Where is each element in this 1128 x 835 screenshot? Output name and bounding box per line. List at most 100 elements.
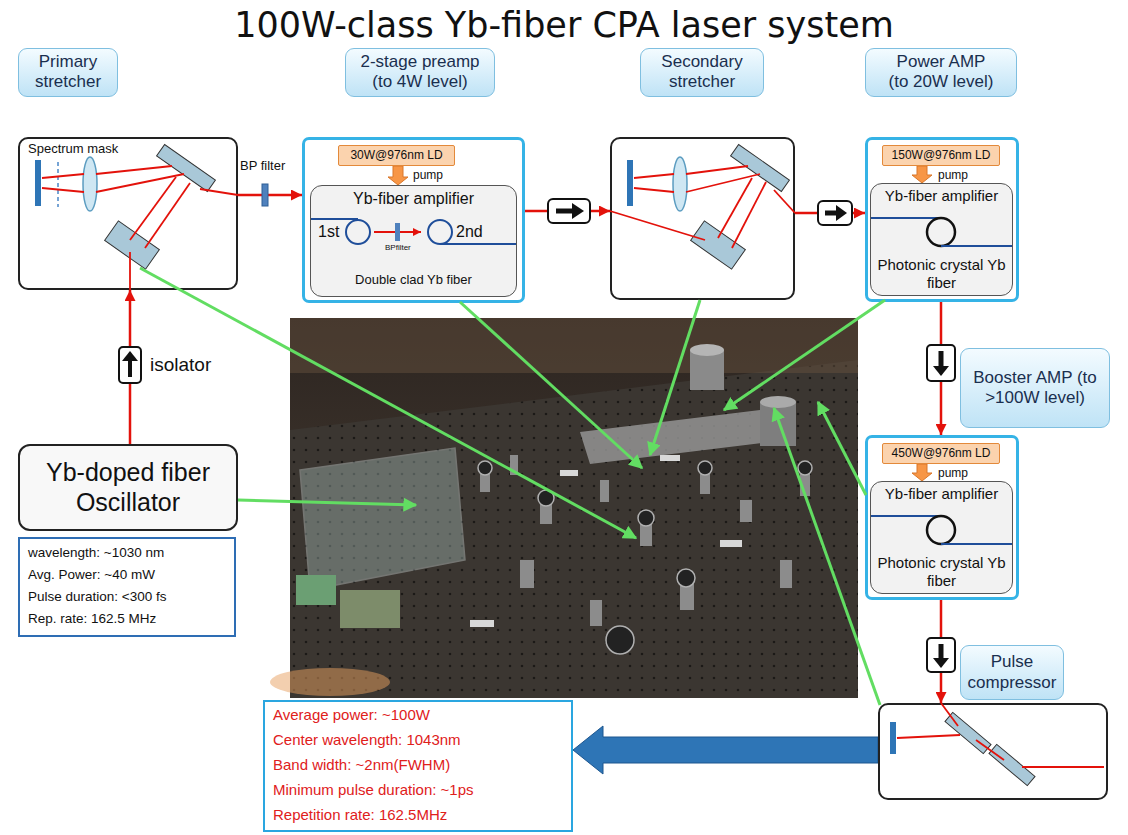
label-wrap: pump: [938, 168, 968, 182]
isolator-symbol: [933, 658, 949, 668]
node-text: 450W@976nm LD: [883, 446, 999, 460]
compressor-optics: [890, 703, 1104, 786]
lab-photo: [520, 560, 534, 588]
amplifier-fiber-coils: [428, 220, 452, 244]
secondary-stretcher-optics: [691, 221, 746, 269]
amplifier-fiber-coils: [311, 218, 1012, 544]
node-text: Repetition rate: 162.5MHz: [273, 806, 447, 824]
amplifier-fiber-coils: [871, 515, 941, 517]
compressor-optics: [890, 722, 896, 754]
node-text: Minimum pulse duration: ~1ps: [273, 781, 474, 799]
node-text: Pulse duration: <300 fs: [28, 589, 166, 605]
text-wrap: Avg. Power: ~40 mW: [28, 567, 155, 583]
text-wrap: Band width: ~2nm(FWHM): [273, 756, 450, 774]
text-wrap: 150W@976nm LD: [883, 148, 999, 162]
lab-photo: [538, 490, 554, 506]
lab-photo: [780, 560, 792, 588]
amplifier-fiber-coils: [346, 220, 370, 244]
amplifier-stage-box: Power AMP (to 20W level)150W@976nm LDYb-…: [865, 137, 1019, 302]
node-text: BPfilter: [385, 243, 411, 253]
node-text: wavelength: ~1030 nm: [28, 545, 164, 561]
node-text: Avg. Power: ~40 mW: [28, 567, 155, 583]
lab-photo: [270, 318, 858, 698]
secondary-stretcher-optics: [610, 211, 705, 240]
label-wrap: BP filter: [240, 158, 285, 174]
compressor-optics: [1022, 766, 1104, 768]
annotation-label: BP filter: [240, 158, 285, 174]
lab-photo: [606, 626, 634, 654]
primary-stretcher-optics: [96, 174, 184, 192]
primary-stretcher-optics: [145, 183, 190, 248]
beam-arrow: [795, 212, 865, 215]
secondary-stretcher-optics: [634, 188, 674, 192]
photo-leader-line: [140, 268, 885, 705]
primary-stretcher-optics: [105, 221, 160, 269]
node-text: Yb-fiber amplifier: [871, 485, 1012, 503]
primary-stretcher-optics: [130, 177, 176, 240]
label-wrap: pump: [938, 466, 968, 480]
amplifier-fiber-coils: [941, 543, 1012, 545]
secondary-stretcher-optics: [686, 166, 748, 174]
compressor-optics: [976, 740, 1004, 760]
isolator-symbol: [939, 351, 944, 368]
secondary-stretcher-optics: [673, 157, 687, 211]
text-wrap: Rep. rate: 162.5 MHz: [28, 611, 156, 627]
output-spec-box: Average power: ~100WCenter wavelength: 1…: [263, 700, 573, 832]
annotation-label: pump: [938, 168, 968, 182]
node-text: Photonic crystal Yb fiber: [871, 554, 1012, 590]
amplifier-fiber-coils: [927, 218, 955, 246]
text-wrap: Repetition rate: 162.5MHz: [273, 806, 447, 824]
lab-photo: [590, 600, 602, 626]
lab-photo: [510, 455, 518, 475]
lab-photo: [478, 461, 812, 654]
text-wrap: BPfilter: [385, 243, 411, 253]
lab-photo: [580, 410, 770, 464]
output-arrow: [573, 726, 878, 774]
amplifier-fiber-coils: [374, 231, 421, 233]
text-wrap: Double clad Yb fiber: [311, 272, 516, 288]
fiber-amplifier-box: Yb-fiber amplifier1st2ndBPfilterDouble c…: [310, 185, 517, 297]
lab-photo: [798, 461, 812, 475]
node-text: Double clad Yb fiber: [311, 272, 516, 288]
primary-stretcher-optics: [129, 252, 131, 290]
lab-photo: [690, 350, 724, 390]
text-wrap: Yb-doped fiber Oscillator: [20, 457, 236, 517]
spec-box: wavelength: ~1030 nm Avg. Power: ~40 mW Pu…: [18, 537, 236, 637]
lab-photo: [740, 500, 752, 522]
node-text: Yb-fiber amplifier: [311, 189, 516, 208]
amplifier-fiber-coils: [395, 223, 400, 241]
header-tab: 2-stage preamp (to 4W level): [345, 48, 495, 97]
photo-leader-line: [460, 302, 642, 468]
header-tab: Primary stretcher: [18, 48, 118, 97]
node-text: 150W@976nm LD: [883, 148, 999, 162]
node-text: Average power: ~100W: [273, 706, 430, 724]
lab-photo: [300, 448, 465, 590]
lab-photo: [290, 318, 858, 698]
lab-photo: [540, 500, 552, 524]
text-wrap: Average power: ~100W: [273, 706, 430, 724]
text-wrap: 2nd: [456, 222, 483, 241]
secondary-stretcher-optics: [610, 144, 795, 269]
photo-leader-line: [774, 408, 880, 705]
lab-photo: [660, 455, 680, 461]
node-text: Rep. rate: 162.5 MHz: [28, 611, 156, 627]
photo-leader-line: [650, 300, 700, 455]
annotation-label: pump: [938, 466, 968, 480]
primary-stretcher-optics: [42, 188, 84, 192]
secondary-stretcher-optics: [718, 178, 752, 238]
header-text: Pulse compressor: [965, 652, 1059, 693]
isolator-symbol: [818, 201, 852, 225]
node-text: Band width: ~2nm(FWHM): [273, 756, 450, 774]
fiber-amplifier-box: Yb-fiber amplifierPhotonic crystal Yb fi…: [870, 481, 1013, 594]
secondary-stretcher-optics: [627, 160, 633, 206]
oscillator-box: Yb-doped fiber Oscillator: [18, 444, 238, 531]
primary-stretcher-optics: [83, 157, 97, 211]
secondary-stretcher-optics: [686, 174, 760, 192]
header-tab: Power AMP (to 20W level): [865, 48, 1017, 97]
lab-photo: [760, 396, 796, 408]
lab-photo: [470, 455, 742, 627]
pump-arrow: [388, 166, 408, 185]
isolator-symbol: [119, 347, 141, 383]
primary-stretcher-optics: [35, 160, 41, 206]
